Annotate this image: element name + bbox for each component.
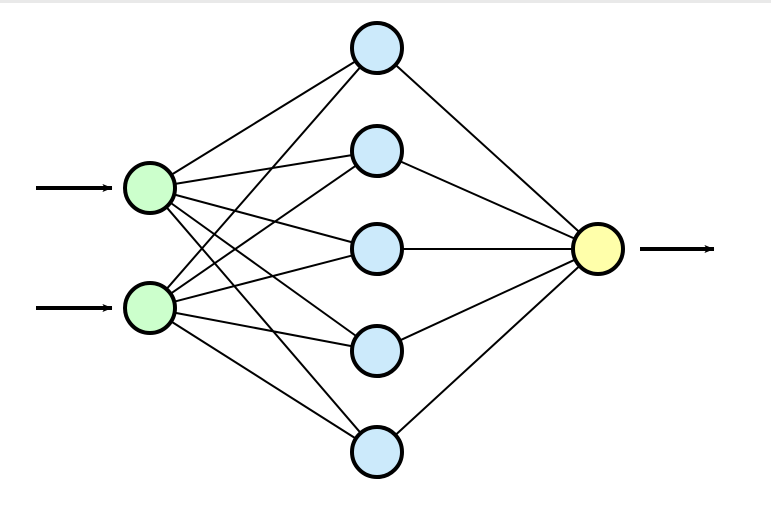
- node-hidden-5[interactable]: [350, 425, 404, 479]
- edge-input-1-to-hidden-2: [173, 153, 354, 186]
- node-hidden-3[interactable]: [350, 222, 404, 276]
- edge-input-2-to-hidden-1: [165, 65, 362, 291]
- edge-input-2-to-hidden-3: [172, 254, 355, 303]
- node-output-1[interactable]: [571, 222, 625, 276]
- node-input-2[interactable]: [123, 281, 177, 335]
- edge-input-1-to-hidden-1: [169, 59, 358, 177]
- edge-hidden-1-to-output-1: [394, 63, 581, 234]
- edge-input-2-to-hidden-4: [173, 311, 354, 348]
- edge-input-2-to-hidden-2: [169, 163, 358, 296]
- edge-hidden-4-to-output-1: [398, 258, 577, 342]
- node-input-1[interactable]: [123, 161, 177, 215]
- nodes-group: [123, 21, 625, 479]
- node-hidden-1[interactable]: [350, 21, 404, 75]
- edge-hidden-2-to-output-1: [398, 159, 577, 241]
- node-hidden-4[interactable]: [350, 324, 404, 378]
- edge-input-1-to-hidden-5: [164, 205, 363, 435]
- edge-input-1-to-hidden-3: [172, 193, 355, 244]
- edge-hidden-5-to-output-1: [394, 264, 581, 437]
- edge-input-1-to-hidden-4: [168, 201, 359, 338]
- arrows-group: [36, 184, 715, 312]
- page-top-rule: [0, 0, 771, 3]
- edges-group: [164, 59, 581, 440]
- node-hidden-2[interactable]: [350, 124, 404, 178]
- edge-input-2-to-hidden-5: [169, 320, 358, 440]
